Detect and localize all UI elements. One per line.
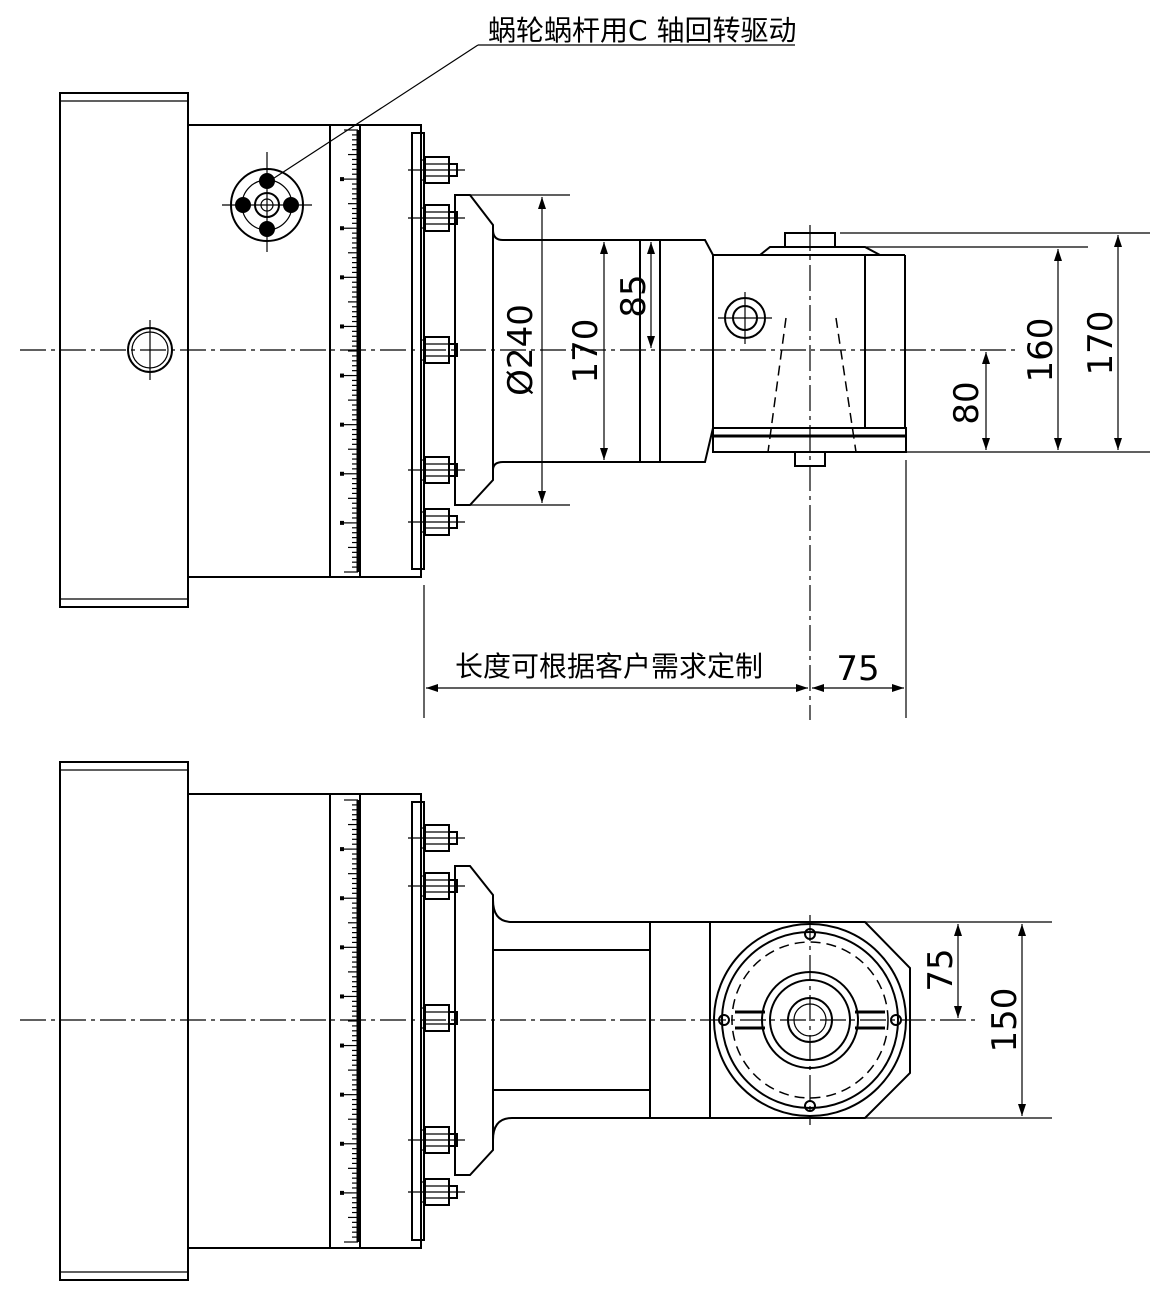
clamp-cap: [759, 246, 881, 256]
scale-mark: [340, 1190, 344, 1195]
scale-mark: [340, 945, 344, 950]
scale-mark: [340, 847, 344, 852]
rotary-scale: [340, 129, 360, 573]
scale-mark: [340, 1092, 344, 1097]
arm-base-bottom: [454, 865, 494, 1176]
callout-leader: [267, 44, 479, 183]
taper-hidden-right: [835, 317, 857, 453]
scale-mark: [340, 896, 344, 901]
flange: [411, 132, 425, 570]
rotary-body: [187, 124, 422, 578]
scale-mark: [340, 1043, 344, 1048]
bottom-view: 75 150: [20, 761, 1052, 1281]
dim-d240: Ø240: [501, 304, 541, 396]
rotary-scale-bottom: [340, 799, 360, 1243]
flange-bolts-bottom: [408, 824, 465, 1206]
scale-mark: [340, 1141, 344, 1146]
flange-bolts: [408, 156, 465, 536]
scale-mark: [340, 994, 344, 999]
scale-mark: [340, 520, 344, 525]
base-housing-bottom: [59, 761, 189, 1281]
scale-mark: [340, 226, 344, 231]
dim-160: 160: [1021, 318, 1061, 383]
dim-75-bottom: 75: [921, 948, 961, 991]
bolt-icon: [420, 1004, 458, 1032]
flange-bottom: [411, 801, 425, 1241]
dim-80: 80: [947, 381, 987, 424]
dim-150: 150: [985, 988, 1025, 1053]
scale-mark: [340, 324, 344, 329]
dim-75-top: 75: [836, 649, 879, 689]
rotary-body-bottom: [187, 793, 422, 1249]
port-circle: [718, 292, 772, 344]
length-note: 长度可根据客户需求定制: [455, 650, 763, 683]
scale-mark: [340, 177, 344, 182]
dim-170-right: 170: [1081, 311, 1121, 376]
dim-170-left: 170: [566, 319, 606, 384]
scale-mark: [340, 422, 344, 427]
scale-mark: [340, 275, 344, 280]
scale-mark: [340, 373, 344, 378]
top-view: 蜗轮蜗杆用C 轴回转驱动 Ø240 170 85 80 160: [20, 14, 1150, 720]
callout-label: 蜗轮蜗杆用C 轴回转驱动: [488, 14, 796, 47]
dim-85: 85: [614, 274, 654, 317]
worm-drive-icon: [222, 152, 312, 252]
scale-mark: [340, 471, 344, 476]
taper-hidden-left: [767, 317, 787, 453]
